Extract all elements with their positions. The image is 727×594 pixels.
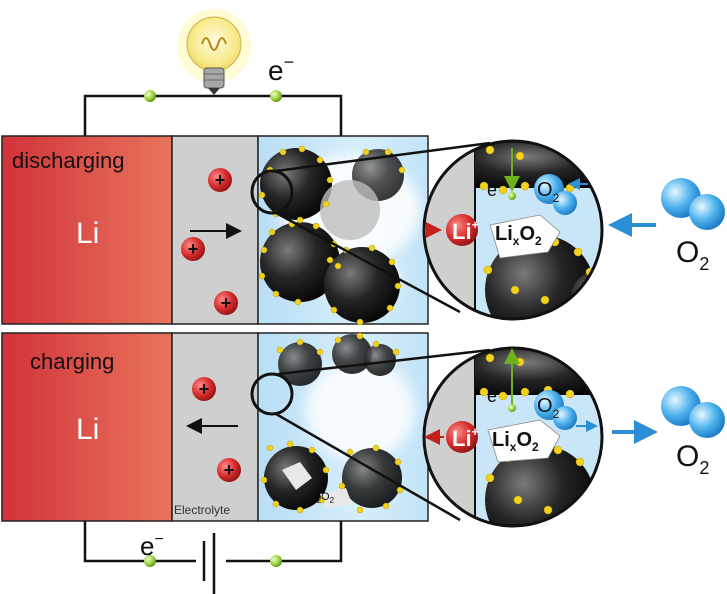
bottom-oxygen-output: O2 xyxy=(612,386,725,478)
svg-text:+: + xyxy=(215,170,226,190)
svg-text:Li+: Li+ xyxy=(452,425,479,451)
bottom-node-left xyxy=(144,555,156,567)
top-anode-label: Li xyxy=(76,217,99,250)
top-oxygen-input: O2 xyxy=(608,178,725,274)
svg-text:Li+: Li+ xyxy=(452,218,479,244)
svg-text:LixO2: LixO2 xyxy=(492,429,539,454)
top-zoom-circle: Li+ e− O2 LixO2 xyxy=(422,139,604,321)
top-anode xyxy=(1,135,173,325)
top-gas-label: O2 xyxy=(676,236,709,274)
light-bulb-icon xyxy=(177,9,251,95)
svg-text:O2: O2 xyxy=(537,395,560,421)
bottom-electron-label: e− xyxy=(140,531,164,561)
top-cell-panel: discharging Li xyxy=(1,135,725,326)
svg-text:e−: e− xyxy=(487,177,504,200)
bottom-gas-label: O2 xyxy=(676,440,709,478)
top-wire xyxy=(83,94,343,136)
top-node-left xyxy=(144,90,156,102)
bottom-node-right xyxy=(270,555,282,567)
svg-text:+: + xyxy=(224,460,235,480)
svg-text:+: + xyxy=(221,293,232,313)
svg-text:e−: e− xyxy=(487,383,504,406)
svg-text:Li2O2: Li2O2 xyxy=(308,491,335,505)
bottom-magnifier-ring xyxy=(250,372,294,416)
top-circuit: e− xyxy=(83,9,343,136)
svg-text:+: + xyxy=(188,239,199,259)
bottom-circuit: e− xyxy=(83,521,343,594)
electrolyte-label: Electrolyte xyxy=(174,503,230,517)
top-node-right xyxy=(270,90,282,102)
top-carbon-clusters xyxy=(258,145,406,326)
top-electron-label: e− xyxy=(268,52,294,86)
svg-text:+: + xyxy=(199,379,210,399)
power-source-icon xyxy=(196,533,226,594)
bottom-cell-panel: charging Li Electrolyte xyxy=(1,332,725,528)
bottom-mode-label: charging xyxy=(30,349,114,374)
bottom-anode-label: Li xyxy=(76,413,99,446)
bottom-zoom-circle: Li+ e− O2 LixO2 xyxy=(422,346,604,528)
top-magnifier-ring xyxy=(250,169,294,215)
top-mode-label: discharging xyxy=(12,148,125,173)
bottom-anode xyxy=(1,332,173,522)
svg-text:O2: O2 xyxy=(537,179,560,205)
svg-text:LixO2: LixO2 xyxy=(495,223,542,248)
top-lithium-ions: + + + xyxy=(181,168,238,315)
bottom-lithium-ions: + + xyxy=(192,377,241,482)
